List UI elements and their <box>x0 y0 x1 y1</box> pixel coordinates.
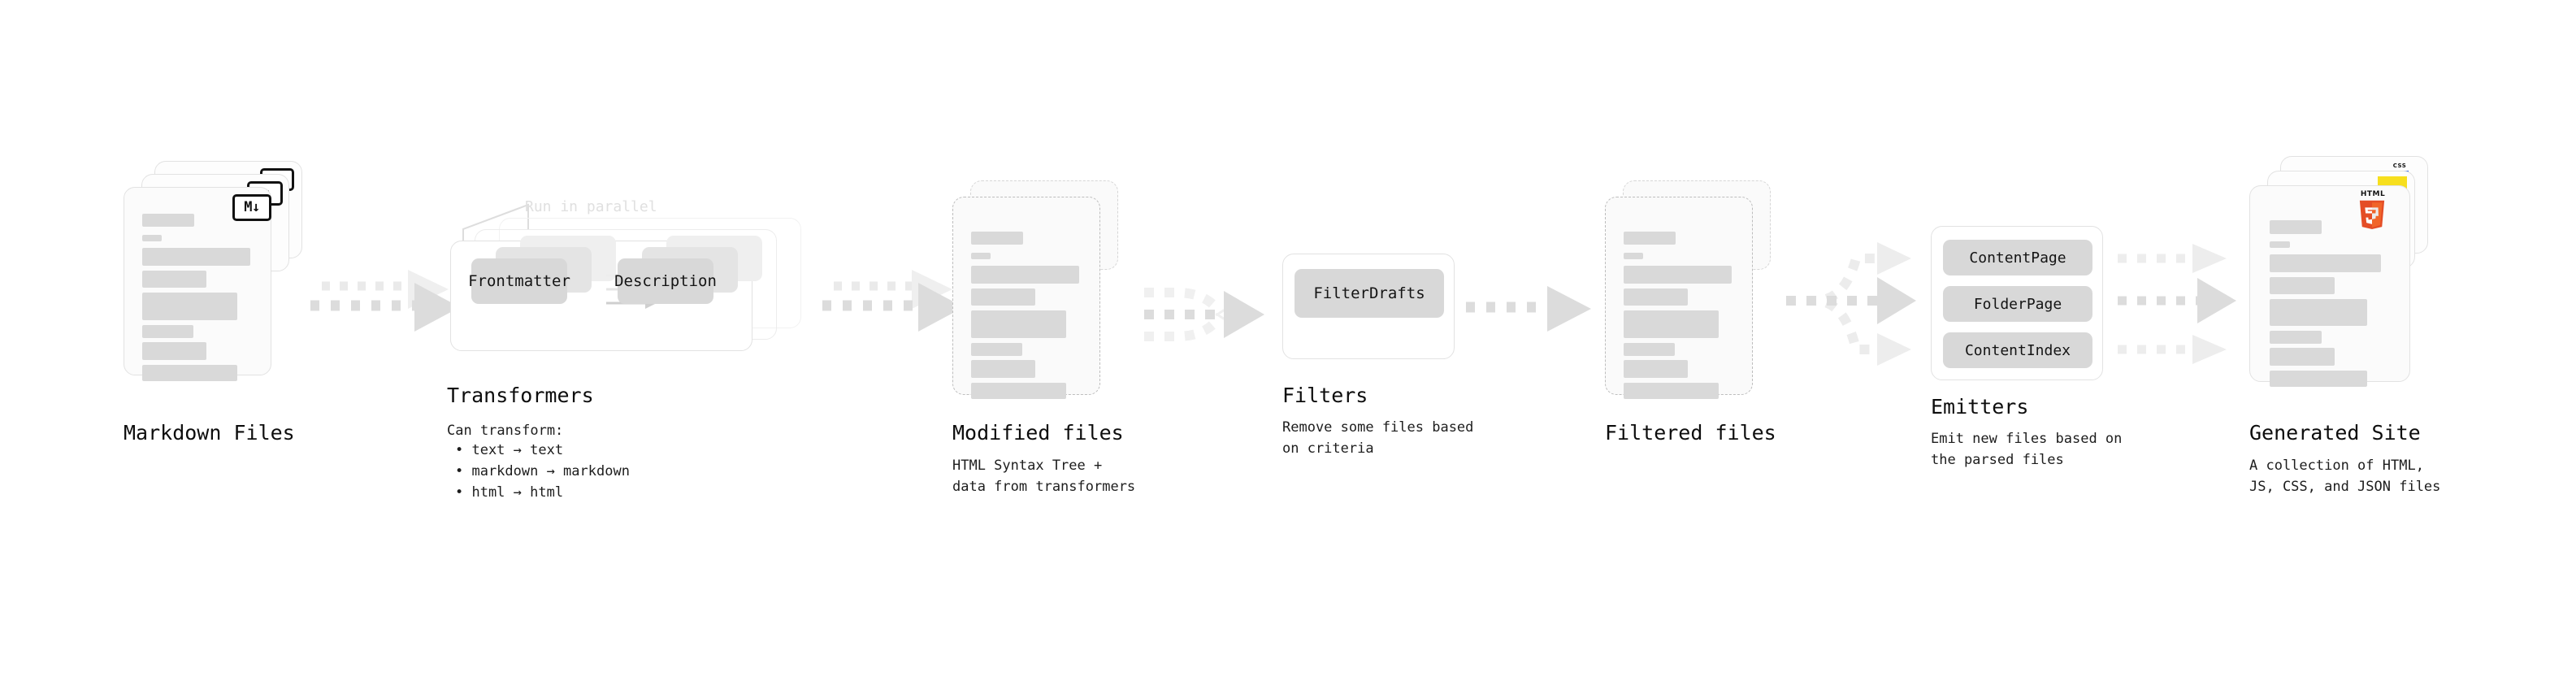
generated-site-stack: CSS HTML <box>2249 156 2444 424</box>
generated-site-subtitle-line-1: A collection of HTML, <box>2249 458 2424 474</box>
chip-label: FolderPage <box>1973 295 2062 313</box>
filters-group: FilterDrafts <box>1282 254 1455 359</box>
modified-files-subtitle-line-1: HTML Syntax Tree + <box>952 458 1103 474</box>
transformers-subtitle-line-0: Can transform: <box>447 423 564 439</box>
transformer-chip-description[interactable]: Description <box>614 258 717 304</box>
arrow-modified-to-filters <box>1144 288 1264 341</box>
transformer-chip-frontmatter[interactable]: Frontmatter <box>468 258 570 304</box>
markdown-files-stack: M↓ M↓ M↓ <box>124 161 310 421</box>
file-placeholder-lines <box>953 197 1099 399</box>
modified-file-card-front <box>952 197 1100 399</box>
arrow-filtered-to-emitters <box>1786 242 1916 366</box>
transformers-subtitle-line-3: • html → html <box>455 484 564 501</box>
filter-chip-filterdrafts[interactable]: FilterDrafts <box>1295 269 1444 318</box>
modified-files-title: Modified files <box>952 421 1124 445</box>
arrow-filters-to-filtered <box>1466 286 1591 332</box>
transformers-subtitle-line-2: • markdown → markdown <box>455 463 630 479</box>
emitter-chip-contentindex[interactable]: ContentIndex <box>1943 332 2092 368</box>
arrow-emitters-to-site <box>2118 244 2236 364</box>
html5-icon-label: HTML <box>2360 190 2386 198</box>
file-placeholder-lines <box>2250 186 2409 387</box>
modified-files-subtitle-line-2: data from transformers <box>952 479 1136 495</box>
file-placeholder-lines <box>1606 197 1752 399</box>
filters-subtitle-line-1: Remove some files based <box>1282 419 1474 436</box>
filters-title: Filters <box>1282 384 1368 407</box>
emitter-chip-folderpage[interactable]: FolderPage <box>1943 286 2092 322</box>
emitters-subtitle-line-1: Emit new files based on <box>1931 431 2123 447</box>
arrow-transformers-to-modified <box>822 270 964 332</box>
filtered-file-card-front <box>1605 197 1753 399</box>
arrow-markdown-to-transformers <box>310 270 460 332</box>
transformers-title: Transformers <box>447 384 594 407</box>
emitter-chip-contentpage[interactable]: ContentPage <box>1943 240 2092 275</box>
html5-shield-glyph <box>2359 200 2385 229</box>
chip-label: FilterDrafts <box>1313 284 1425 302</box>
chip-label: ContentPage <box>1969 249 2066 267</box>
emitters-subtitle-line-2: the parsed files <box>1931 452 2064 468</box>
transformers-group: Run in parallel Frontmatter Description <box>445 195 819 358</box>
generated-site-title: Generated Site <box>2249 421 2421 445</box>
filtered-files-stack <box>1605 180 1784 424</box>
emitters-group: ContentPage FolderPage ContentIndex <box>1931 226 2103 380</box>
filtered-files-title: Filtered files <box>1605 421 1776 445</box>
chip-label: ContentIndex <box>1964 341 2071 359</box>
modified-files-stack <box>952 180 1131 424</box>
file-placeholder-lines <box>124 188 271 381</box>
html5-icon: HTML <box>2357 190 2388 229</box>
run-in-parallel-label: Run in parallel <box>525 198 657 215</box>
chip-label: Description <box>614 272 717 290</box>
filters-subtitle-line-2: on criteria <box>1282 440 1374 457</box>
markdown-icon-front: M↓ <box>232 194 271 221</box>
emitters-title: Emitters <box>1931 395 2029 419</box>
site-file-card-html <box>2249 185 2410 387</box>
generated-site-subtitle-line-2: JS, CSS, and JSON files <box>2249 479 2441 495</box>
markdown-icon-glyph: M↓ <box>244 199 260 215</box>
transformers-subtitle-line-1: • text → text <box>455 442 564 458</box>
markdown-files-title: Markdown Files <box>124 421 295 445</box>
chip-label: Frontmatter <box>468 272 570 290</box>
